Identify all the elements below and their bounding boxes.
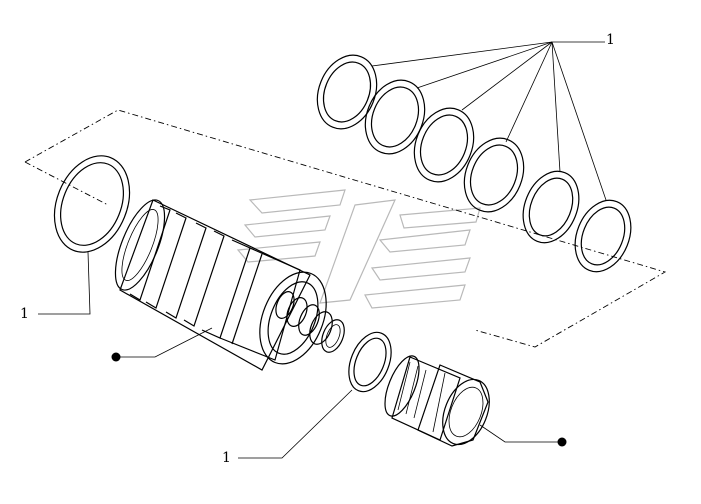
spring bbox=[275, 291, 345, 353]
left-ring bbox=[53, 155, 131, 253]
callout-small-ring: 1 bbox=[222, 450, 231, 466]
plug-leader bbox=[479, 424, 558, 443]
bullet-valve-body bbox=[111, 352, 121, 362]
bullet-plug bbox=[557, 437, 567, 447]
plug bbox=[384, 355, 490, 447]
seal-ring-3 bbox=[413, 107, 475, 183]
watermark-logo bbox=[236, 189, 481, 309]
seal-ring-6 bbox=[574, 199, 632, 273]
callout-seal-rings: 1 bbox=[606, 32, 615, 48]
assembly-boundary bbox=[24, 109, 667, 348]
seal-ring-1 bbox=[316, 54, 378, 130]
small-ring bbox=[348, 331, 392, 393]
valve-body-leader bbox=[120, 327, 213, 358]
assembly-boundary-left bbox=[24, 161, 109, 206]
seal-rings-leaders bbox=[371, 41, 607, 201]
valve-body bbox=[114, 199, 327, 371]
callout-left-ring: 1 bbox=[20, 306, 29, 322]
left-ring-leader bbox=[38, 251, 91, 315]
seal-ring-4 bbox=[463, 137, 525, 213]
seal-ring-2 bbox=[364, 79, 426, 155]
seal-ring-5 bbox=[522, 170, 580, 244]
small-ring-leader bbox=[238, 389, 353, 459]
